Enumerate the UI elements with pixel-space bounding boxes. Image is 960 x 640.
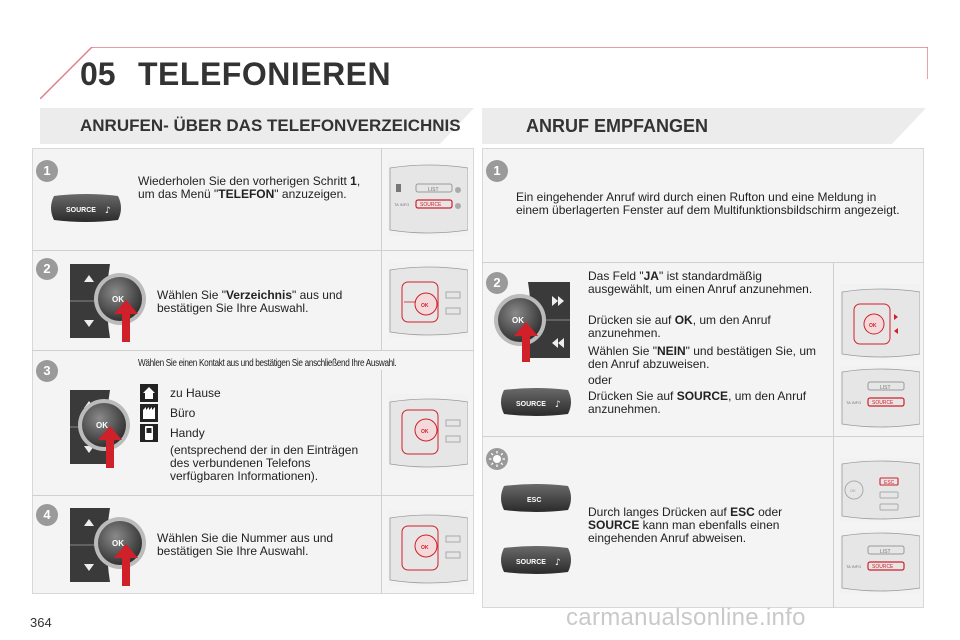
ok-label: OK [112,539,124,548]
list-label: LIST [880,385,891,391]
step4-text: Wählen Sie die Nummer aus und bestätigen… [157,531,334,558]
right-section-title: ANRUF EMPFANGEN [526,116,709,136]
step-number: 3 [43,363,51,378]
left-section-title: ANRUFEN- ÜBER DAS TELEFONVERZEICHNIS [80,116,461,135]
divider [482,262,924,263]
chapter-title: TELEFONIEREN [138,56,392,92]
step-badge-r1: 1 [486,160,508,182]
ok-label: OK [421,429,429,435]
home-icon [140,384,158,402]
divider [381,495,382,594]
step-badge-3: 3 [36,360,58,382]
ta-info-label: TA INFO [394,202,409,207]
ok-faceplate-icon: OK [388,510,468,586]
source-button-icon: SOURCE ♪ [501,546,571,574]
source-label: SOURCE [66,207,96,214]
list-label: LIST [880,549,891,555]
divider [482,436,924,437]
source-label: SOURCE [516,559,546,566]
office-icon [140,404,158,422]
source-label: SOURCE [872,564,894,570]
ta-info-label: TA INFO [846,400,861,405]
list-label: LIST [428,187,439,193]
right-section-header: ANRUF EMPFANGEN [482,106,926,146]
step1-text: Wiederholen Sie den vorherigen Schritt 1… [138,174,361,201]
page-number: 364 [30,615,52,630]
divider [32,495,474,496]
ok-label: OK [512,316,524,325]
ok-knob-icon: OK [70,390,130,468]
source-button-icon: SOURCE ♪ [501,388,571,416]
watermark: carmanualsonline.info [566,604,806,631]
right-header-shape-icon [482,108,926,144]
svg-text:♪: ♪ [105,206,111,216]
divider [381,250,382,350]
reject-tip: Durch langes Drücken auf ESC oder SOURCE… [588,505,783,545]
step2-text: Wählen Sie "Verzeichnis" aus und bestäti… [157,288,343,315]
accept-p1: Das Feld "JA" ist standardmäßig ausgewäh… [588,269,813,296]
left-section-header: ANRUFEN- ÜBER DAS TELEFONVERZEICHNIS [40,106,474,146]
contact-option-home: zu Hause [170,386,221,400]
divider [32,250,474,251]
radio-faceplate-icon: LIST SOURCE TA INFO [840,366,920,430]
ok-label: OK [869,323,877,329]
source-label: SOURCE [516,401,546,408]
ok-faceplate-icon: OK [388,394,468,470]
contact-option-mobile: Handy [170,426,205,440]
step-badge-4: 4 [36,504,58,526]
divider [833,262,834,436]
ta-info-label: TA INFO [846,564,861,569]
ok-knob-icon: OK [494,282,570,362]
left-header-shape-icon [40,108,474,144]
accept-or: oder [588,373,613,387]
esc-label: ESC [527,497,541,504]
step-badge-2: 2 [36,258,58,280]
divider [381,148,382,250]
divider [833,436,834,608]
radio-faceplate-icon: LIST SOURCE TA INFO [388,160,468,236]
svg-text:♪: ♪ [555,400,561,410]
ok-label: OK [112,295,124,304]
step-number: 1 [493,163,501,178]
step-badge-r2: 2 [486,272,508,294]
step-number: 4 [43,507,51,522]
ok-faceplate-icon: OK [840,284,920,360]
step3-extra: (entsprechend der in den Einträgen des v… [170,443,359,483]
accept-p3: Wählen Sie "NEIN" und bestätigen Sie, um… [588,344,816,371]
step3-note: Wählen Sie einen Kontakt aus und bestäti… [138,358,397,369]
accept-p2: Drücken sie auf OK, um den Anruf anzuneh… [588,313,771,340]
chapter-number: 05 [80,56,116,92]
divider [32,350,474,351]
ok-knob-icon: OK [70,264,146,342]
source-button-icon: SOURCE ♪ [51,194,121,222]
lightbulb-icon [486,448,508,470]
accept-p5: Drücken Sie auf SOURCE, um den Anruf anz… [588,389,807,416]
ok-label: OK [421,303,429,309]
ok-label: OK [96,421,108,430]
ok-faceplate-icon: OK [388,262,468,338]
esc-button-icon: ESC [501,484,571,512]
radio-faceplate-icon: LIST SOURCE TA INFO [840,530,920,594]
step-number: 1 [43,163,51,178]
step-number: 2 [43,261,51,276]
esc-faceplate-icon: OK ESC [840,458,920,522]
step-badge-1: 1 [36,160,58,182]
svg-text:♪: ♪ [555,558,561,568]
mobile-phone-icon [140,424,158,442]
source-label: SOURCE [872,400,894,406]
contact-option-office: Büro [170,406,196,420]
header-frame-icon [40,47,928,99]
esc-label: ESC [884,480,895,486]
source-label: SOURCE [420,202,442,208]
ok-label: OK [421,545,429,551]
ok-label: OK [850,488,856,493]
chapter-header [40,47,928,99]
divider [381,370,382,495]
tip-badge [486,448,508,470]
step-number: 2 [493,275,501,290]
incoming-call-text: Ein eingehender Anruf wird durch einen R… [516,190,900,217]
ok-knob-icon: OK [70,508,146,586]
